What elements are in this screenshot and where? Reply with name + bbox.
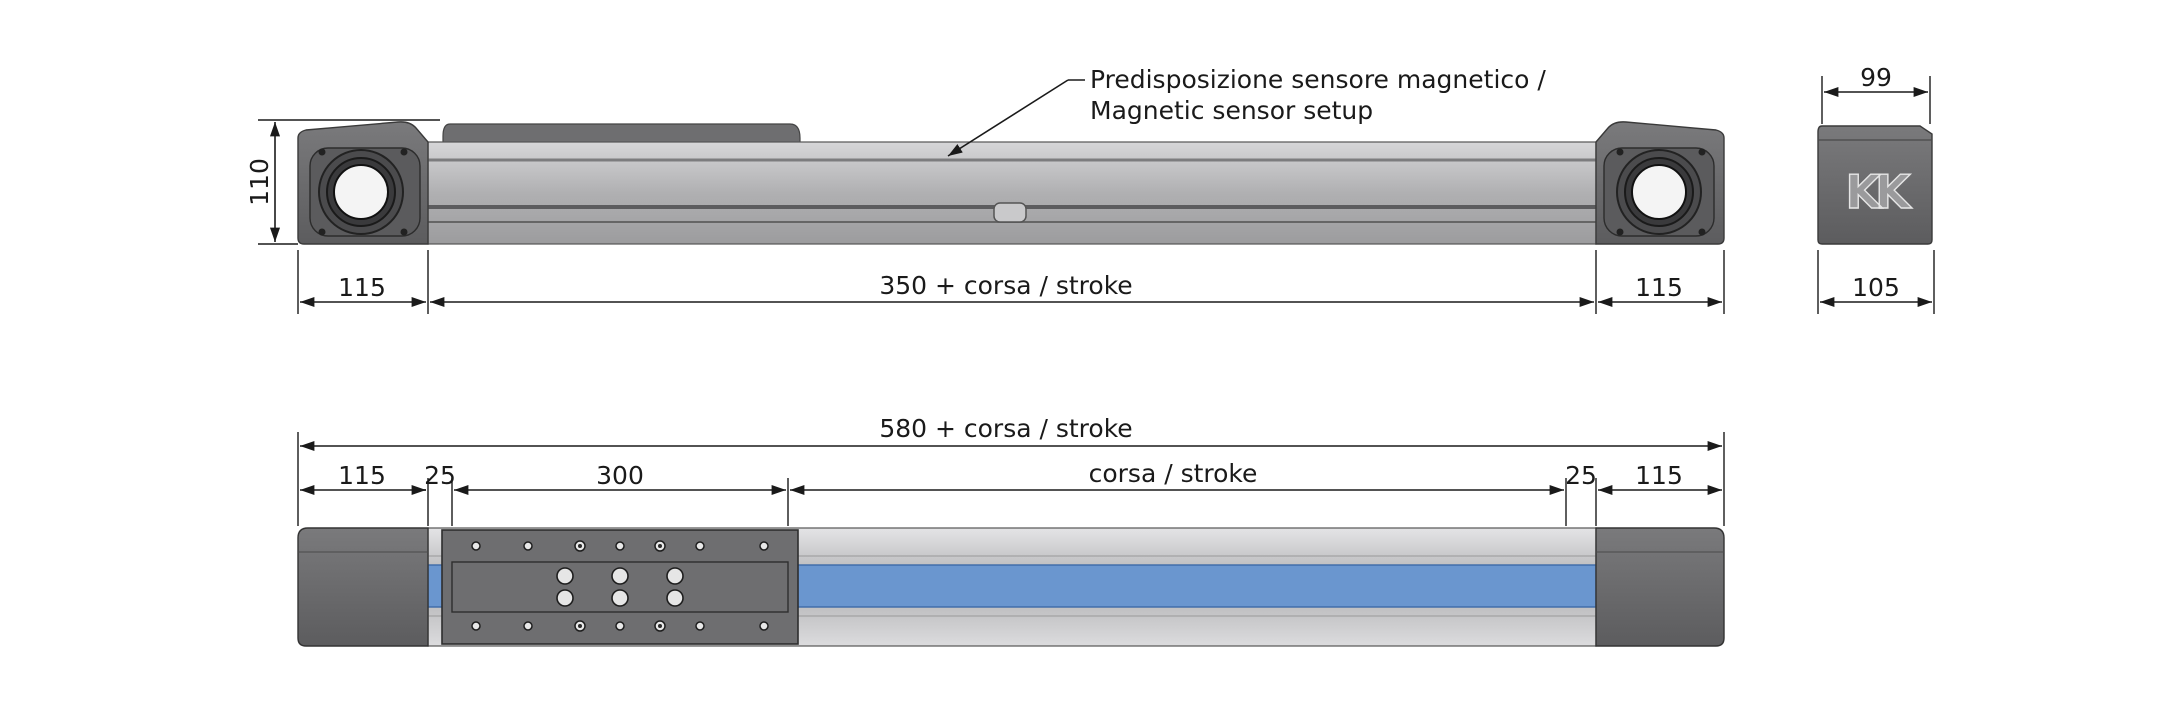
sensor-slot-marker [993,202,1027,223]
side-right-end-label: 115 [1635,273,1683,302]
side-body-label: 350 + corsa / stroke [879,271,1132,300]
plan-view [297,527,1725,647]
annotation-line-2: Magnetic sensor setup [1090,96,1373,125]
plan-view-dimensions: 580 + corsa / stroke 115 25 300 corsa / … [297,414,1725,526]
height-dimension: 110 [245,119,440,245]
profile-body [427,141,1597,245]
carriage-length-label: 300 [596,461,644,490]
end-width-bottom-label: 105 [1852,273,1900,302]
sensor-annotation: Predisposizione sensore magnetico / Magn… [947,65,1546,157]
plan-left-gap-label: 25 [424,461,456,490]
height-dim-label: 110 [245,158,274,206]
stroke-label: corsa / stroke [1089,459,1258,488]
end-width-top-label: 99 [1860,63,1892,92]
annotation-line-1: Predisposizione sensore magnetico / [1090,65,1546,94]
plan-left-end-cap [297,527,429,647]
plan-right-gap-label: 25 [1565,461,1597,490]
left-pulley-bore [333,164,389,220]
total-length-label: 580 + corsa / stroke [879,414,1132,443]
end-cap-face [1817,125,1933,245]
plan-right-end-label: 115 [1635,461,1683,490]
right-pulley-bore [1631,164,1687,220]
side-view [297,121,1725,245]
end-view: KK 99 105 [1817,63,1935,314]
plan-right-end-cap [1595,527,1725,647]
side-view-length-dimensions: 115 350 + corsa / stroke 115 [297,250,1725,314]
plan-left-end-label: 115 [338,461,386,490]
kk-logo: KK [1845,165,1913,219]
side-left-end-label: 115 [338,273,386,302]
